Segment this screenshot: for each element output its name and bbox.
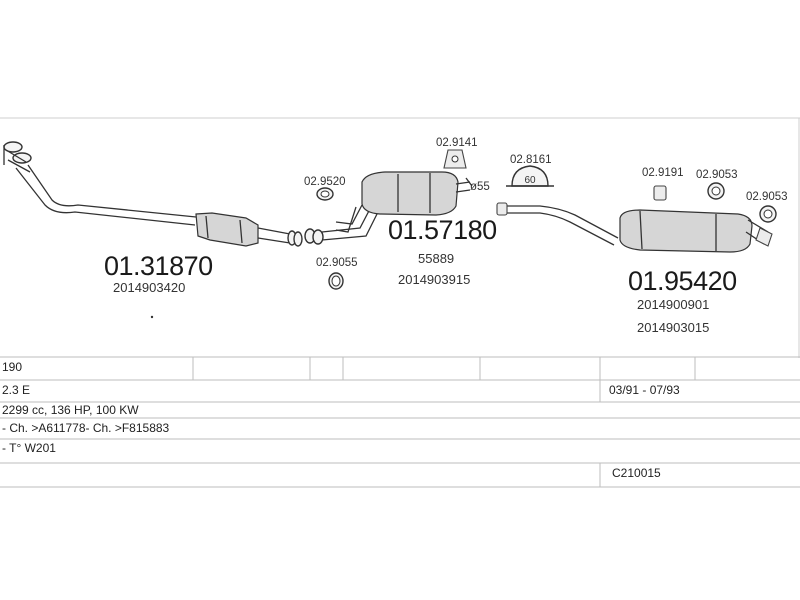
label-9520: 02.9520 bbox=[304, 176, 346, 188]
label-9055: 02.9055 bbox=[316, 257, 358, 269]
dates-cell: 03/91 - 07/93 bbox=[609, 383, 680, 397]
engine-cell: 2.3 E bbox=[2, 383, 31, 397]
part-number-3: 01.95420 bbox=[628, 266, 737, 296]
ring-9053-a bbox=[707, 182, 725, 200]
fitting-9141 bbox=[443, 149, 467, 169]
fitting-9055 bbox=[328, 272, 344, 290]
label-9141: 02.9141 bbox=[436, 137, 478, 149]
part-ref-1: 2014903420 bbox=[113, 280, 185, 295]
label-9191: 02.9191 bbox=[642, 167, 684, 179]
part-ref-2a: 55889 bbox=[418, 251, 454, 266]
spec-table-grid bbox=[0, 356, 800, 488]
part-ref-2b: 2014903915 bbox=[398, 272, 470, 287]
clamp-8161: 60 bbox=[506, 165, 554, 187]
clamp-size-label: 60 bbox=[524, 175, 536, 186]
rear-silencer bbox=[496, 202, 773, 253]
spec-cell: 2299 cc, 136 HP, 100 KW bbox=[2, 403, 139, 417]
model-cell: 190 bbox=[2, 360, 23, 374]
stray-dot bbox=[150, 315, 154, 319]
part-ref-3b: 2014903015 bbox=[637, 320, 709, 335]
ring-9053-b bbox=[759, 205, 777, 223]
part-ref-3a: 2014900901 bbox=[637, 297, 709, 312]
part-number-2: 01.57180 bbox=[388, 215, 497, 245]
fitting-9520 bbox=[316, 187, 334, 201]
code-cell: C210015 bbox=[612, 466, 661, 480]
chassis-cell: - Ch. >A611778- Ch. >F815883 bbox=[2, 421, 170, 435]
label-9053-a: 02.9053 bbox=[696, 169, 738, 181]
part-number-1: 01.31870 bbox=[104, 251, 213, 281]
type-cell: - T° W201 bbox=[2, 441, 56, 455]
fitting-9191 bbox=[653, 185, 667, 201]
front-pipe-catalyst bbox=[3, 141, 303, 247]
label-9053-b: 02.9053 bbox=[746, 191, 788, 203]
middle-silencer bbox=[304, 171, 473, 245]
label-8161: 02.8161 bbox=[510, 154, 552, 166]
label-diameter: ø55 bbox=[470, 181, 490, 193]
